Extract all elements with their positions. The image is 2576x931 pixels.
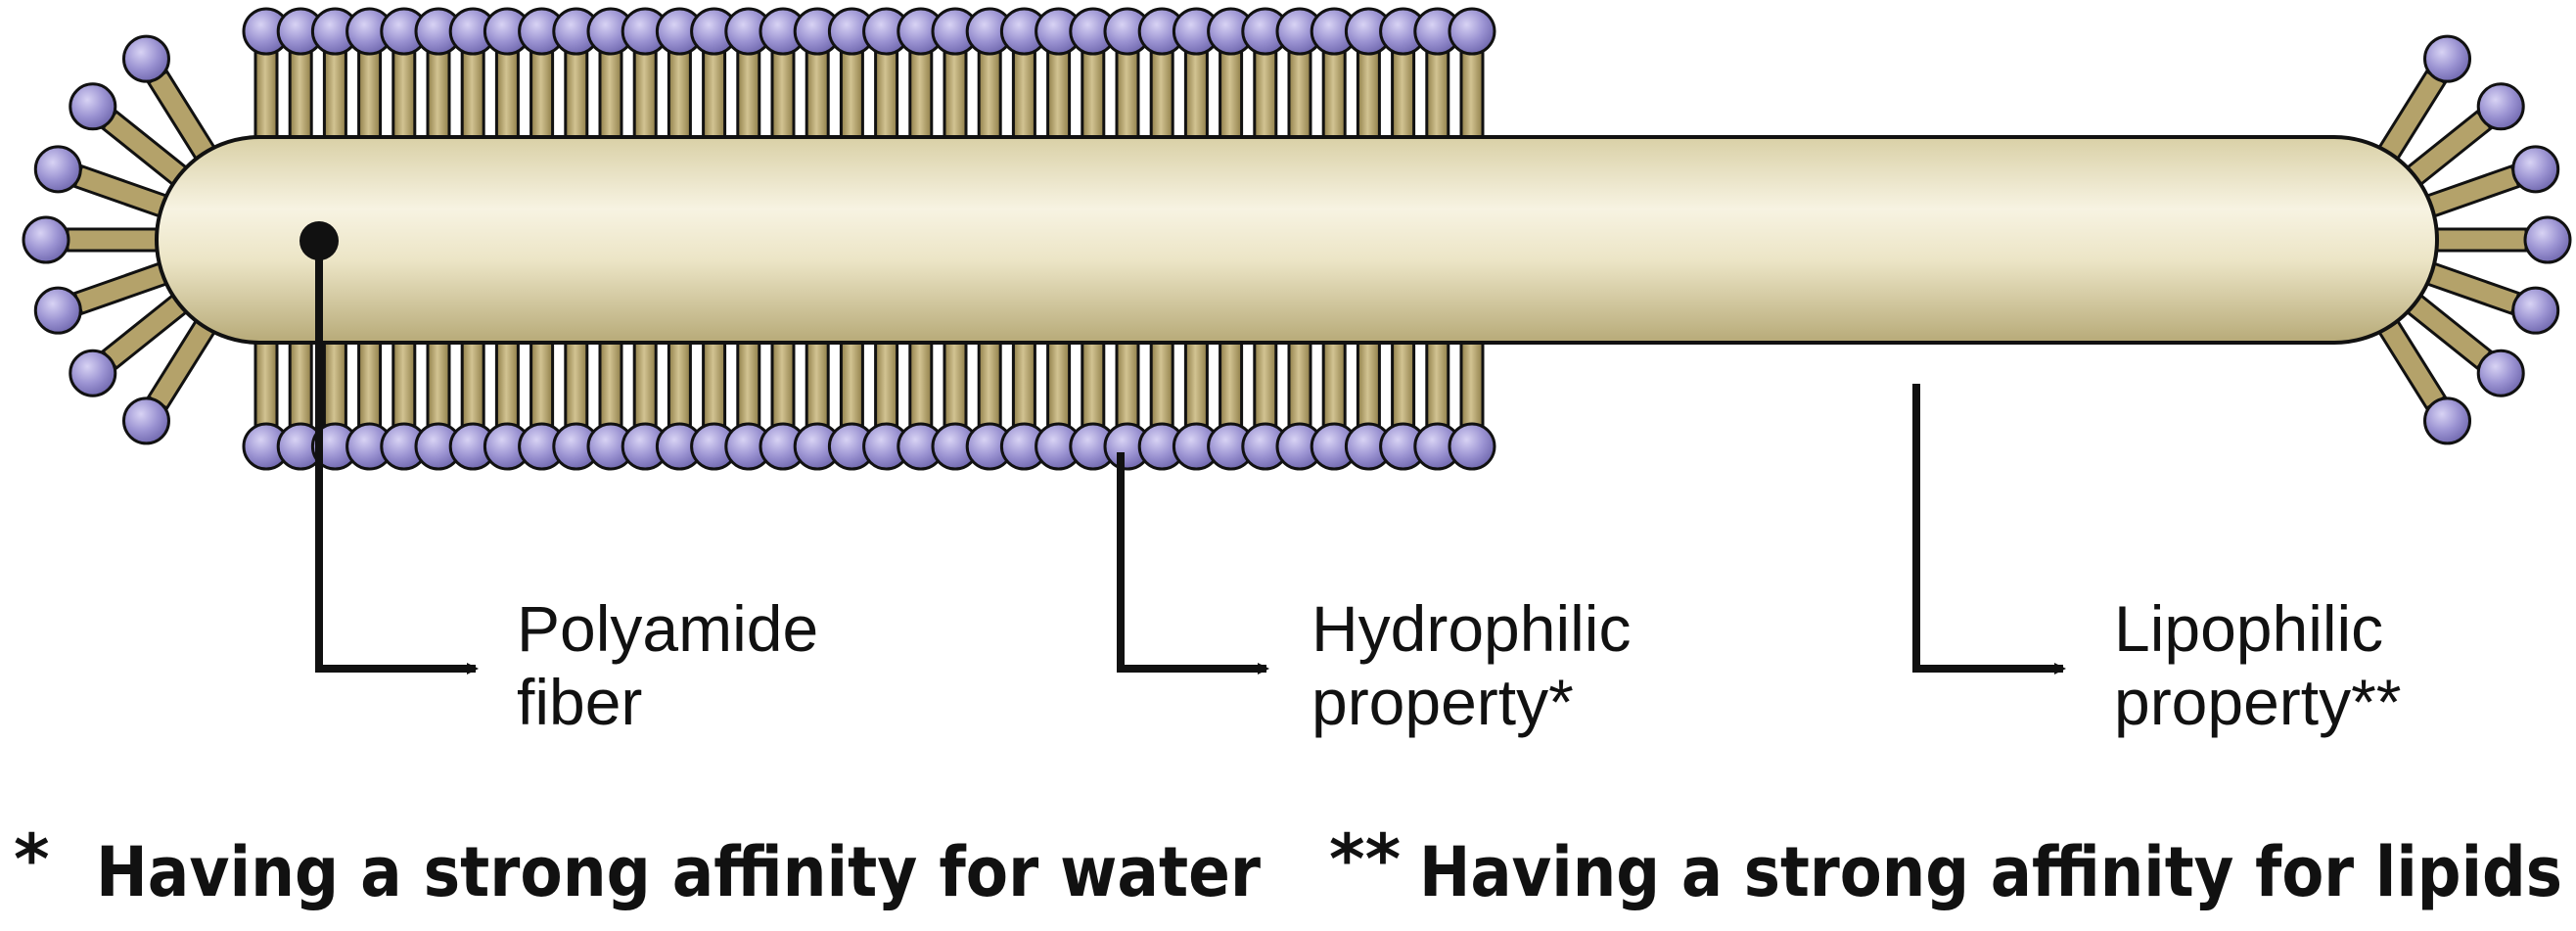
footnote-water-text: Having a strong affinity for water xyxy=(96,832,1261,912)
lipophilic-callout: Lipophilic property** xyxy=(1912,384,2402,738)
fiber-callout: Polyamide fiber xyxy=(299,221,818,738)
hydrophilic-heads-bottom xyxy=(242,422,1496,471)
lipophilic-label-line1: Lipophilic xyxy=(2114,592,2383,665)
lipophilic-label-line2: property** xyxy=(2114,666,2402,738)
footnote-water-marker: * xyxy=(14,819,50,900)
head-right-end xyxy=(2476,82,2525,131)
fiber-label-line1: Polyamide xyxy=(517,592,818,665)
tail-left-end xyxy=(72,163,173,220)
head-bottom xyxy=(1448,422,1496,471)
hydrophilic-heads-ends xyxy=(22,34,2572,445)
head-right-end xyxy=(2523,215,2572,264)
hydrophilic-heads-top xyxy=(242,7,1496,56)
fiber-label-line2: fiber xyxy=(517,666,642,738)
head-right-end xyxy=(2511,145,2560,194)
head-left-end xyxy=(121,34,170,83)
head-top xyxy=(1448,7,1496,56)
footnotes: * Having a strong affinity for water ** … xyxy=(14,819,2562,912)
footnote-lipids-text: Having a strong affinity for lipids xyxy=(1419,832,2562,912)
footnote-lipids-marker: ** xyxy=(1329,819,1401,900)
tail-right-end xyxy=(2430,227,2528,253)
hydrophilic-callout: Hydrophilic property* xyxy=(1117,452,1631,738)
head-left-end xyxy=(22,215,70,264)
head-left-end xyxy=(69,349,117,397)
tail-right-end xyxy=(2420,259,2521,316)
polyamide-fiber-rod xyxy=(155,135,2439,345)
hydrophilic-label-line2: property* xyxy=(1311,666,1574,738)
head-right-end xyxy=(2423,34,2472,83)
tail-left-end xyxy=(66,227,163,253)
tail-left-end xyxy=(72,259,173,316)
head-left-end xyxy=(69,82,117,131)
head-left-end xyxy=(33,145,82,194)
tail-right-end xyxy=(2420,163,2521,220)
lipophilic-callout-arrow xyxy=(1912,384,2066,675)
head-left-end xyxy=(121,396,170,445)
hydrophilic-label-line1: Hydrophilic xyxy=(1311,592,1631,665)
hydrophilic-callout-arrow xyxy=(1117,452,1269,675)
head-right-end xyxy=(2476,349,2525,397)
head-left-end xyxy=(33,286,82,335)
head-right-end xyxy=(2511,286,2560,335)
head-right-end xyxy=(2423,396,2472,445)
fiber-callout-arrow xyxy=(315,241,479,675)
